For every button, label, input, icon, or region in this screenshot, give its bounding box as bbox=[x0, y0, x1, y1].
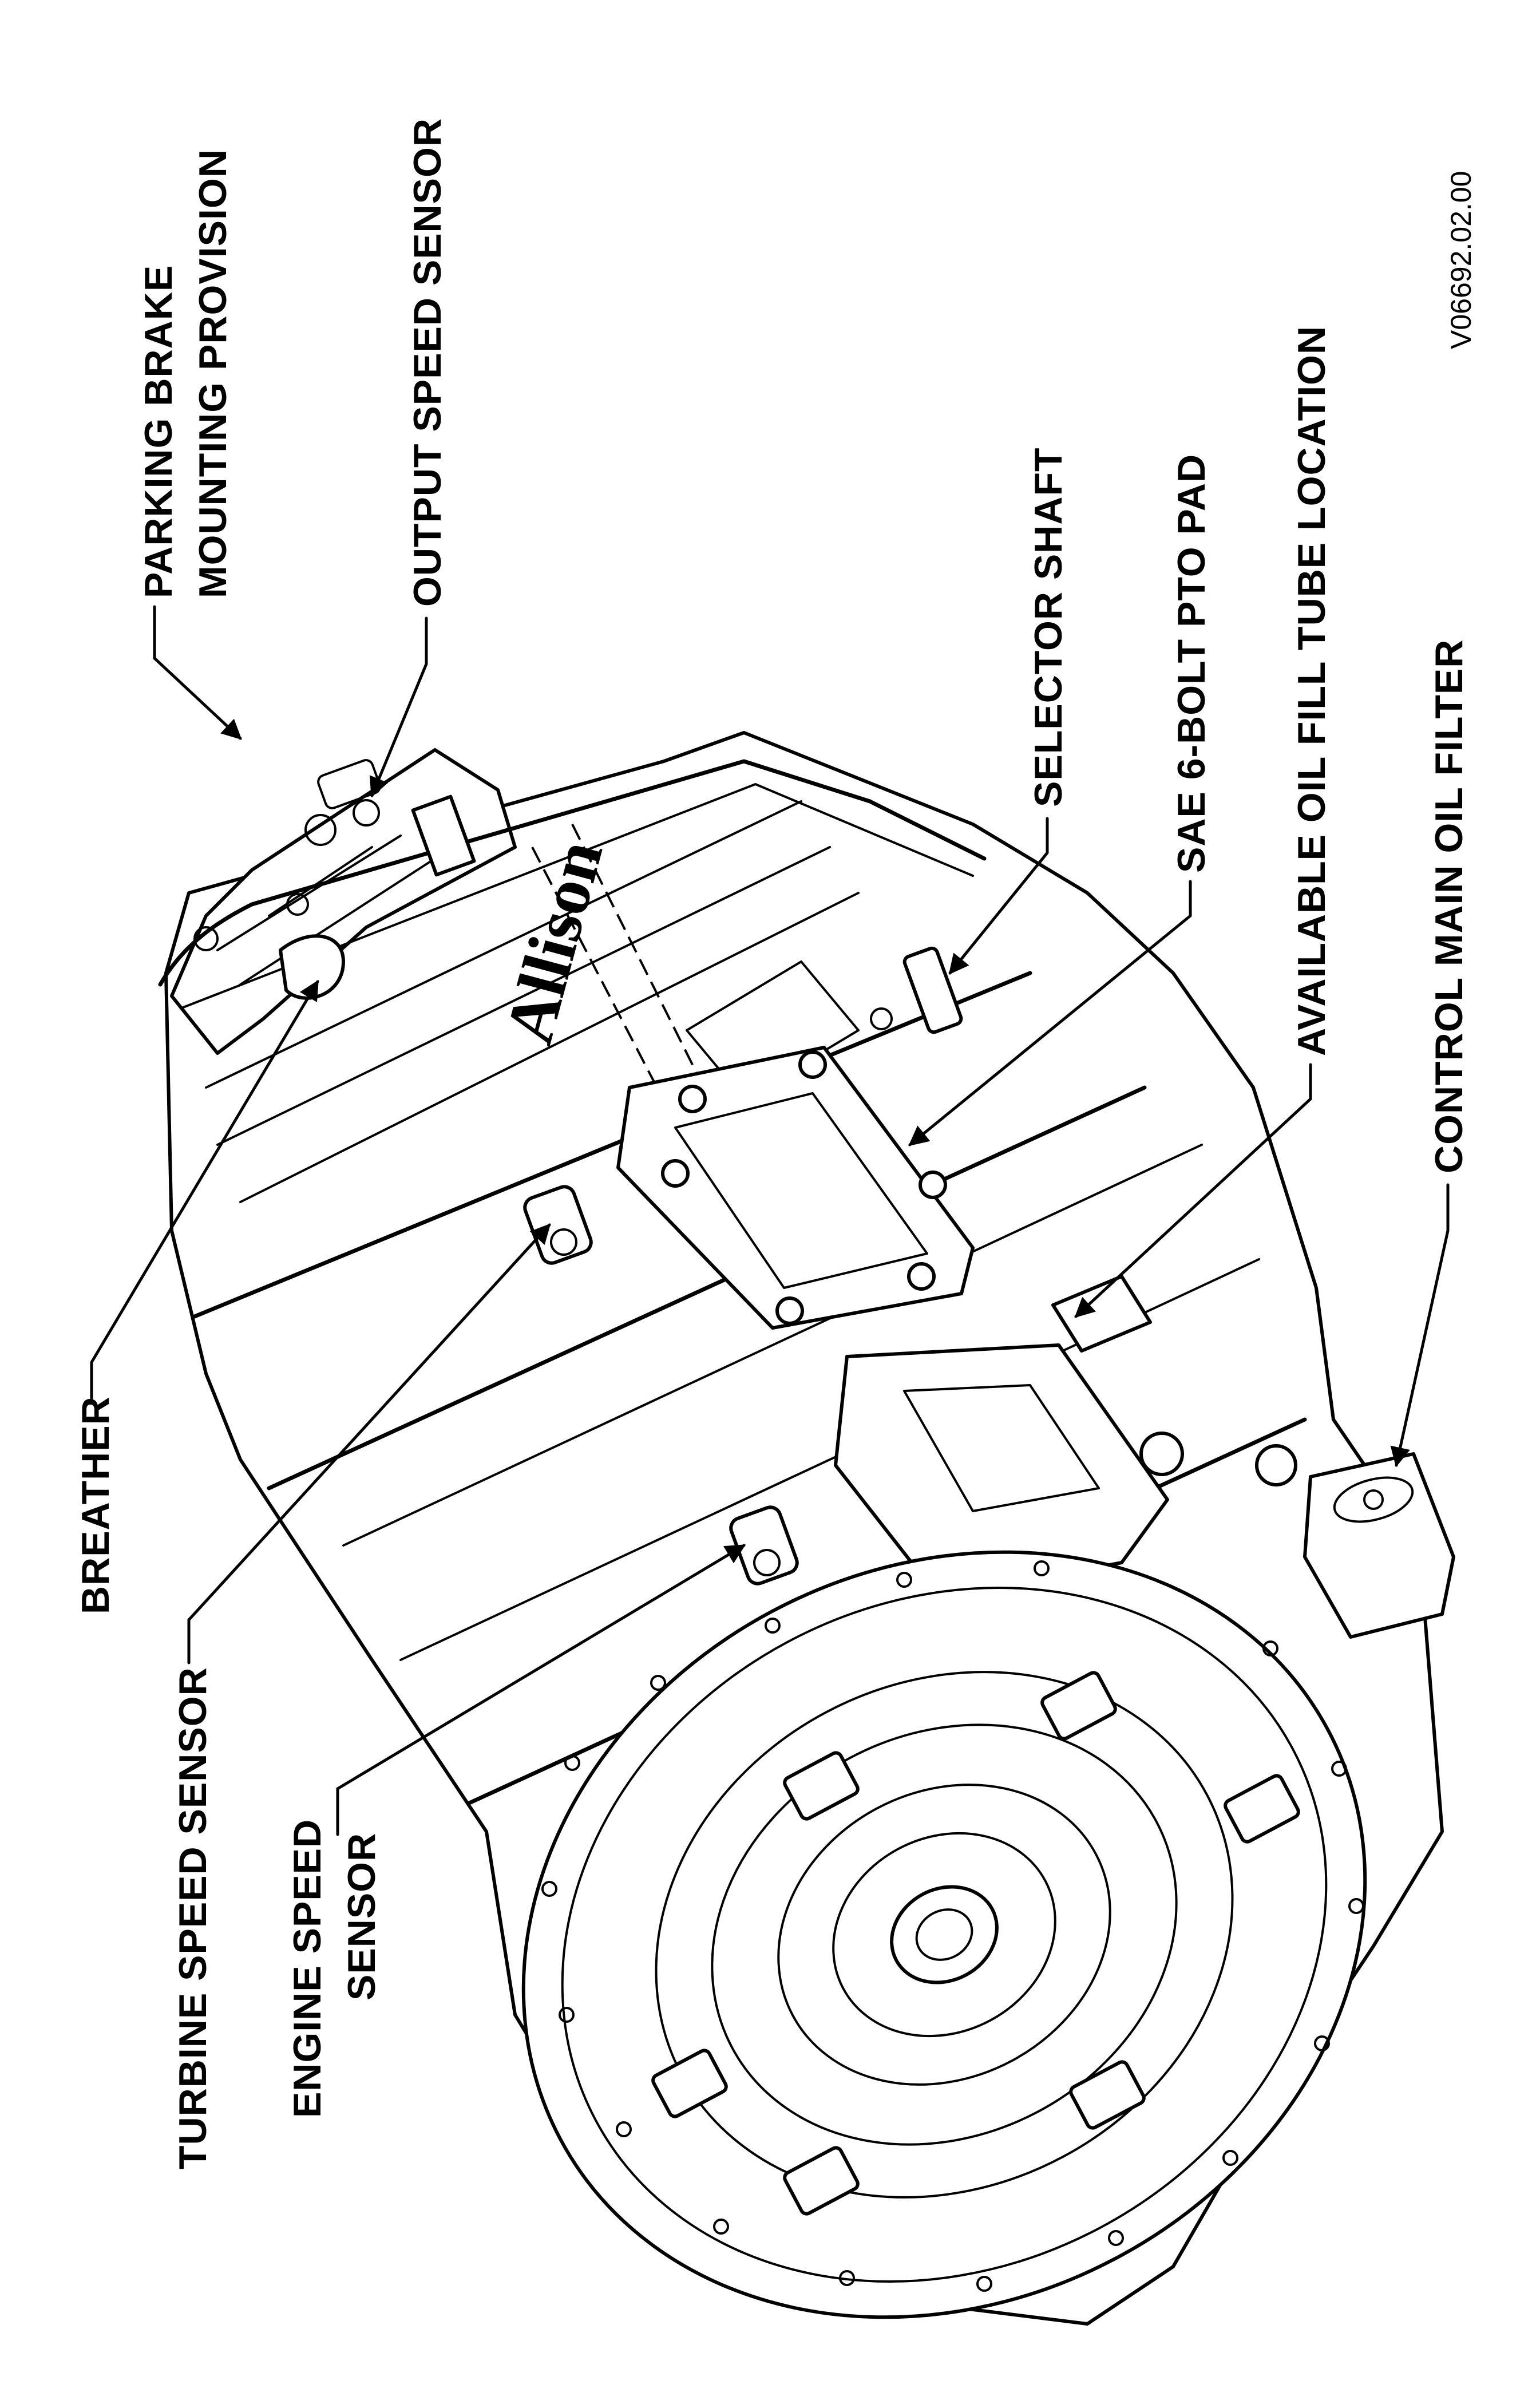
converter-housing bbox=[521, 1550, 1367, 2319]
label-engine-speed-sensor-line1: ENGINE SPEED bbox=[286, 1819, 329, 2118]
label-oil-fill-tube: AVAILABLE OIL FILL TUBE LOCATION bbox=[1290, 326, 1333, 1056]
oil-filter bbox=[1303, 1452, 1455, 1639]
figure-code: V06692.02.00 bbox=[1445, 171, 1477, 349]
label-selector-shaft: SELECTOR SHAFT bbox=[1027, 447, 1070, 807]
label-parking-brake-line1: PARKING BRAKE bbox=[137, 265, 180, 598]
leader-lines bbox=[90, 605, 1450, 1836]
callout-labels: PARKING BRAKE MOUNTING PROVISION OUTPUT … bbox=[74, 118, 1477, 2169]
pto-pad bbox=[616, 1046, 975, 1330]
label-turbine-speed-sensor: TURBINE SPEED SENSOR bbox=[171, 1667, 215, 2169]
label-engine-speed-sensor-line2: SENSOR bbox=[340, 1833, 383, 2000]
label-oil-filter: CONTROL MAIN OIL FILTER bbox=[1427, 639, 1471, 1173]
label-pto-pad: SAE 6-BOLT PTO PAD bbox=[1170, 454, 1213, 873]
label-parking-brake-line2: MOUNTING PROVISION bbox=[191, 149, 235, 598]
transmission-illustration: Allison bbox=[158, 731, 1455, 2326]
label-breather: BREATHER bbox=[74, 1396, 117, 1614]
label-output-speed-sensor: OUTPUT SPEED SENSOR bbox=[406, 118, 449, 607]
selector-shaft bbox=[902, 946, 963, 1034]
